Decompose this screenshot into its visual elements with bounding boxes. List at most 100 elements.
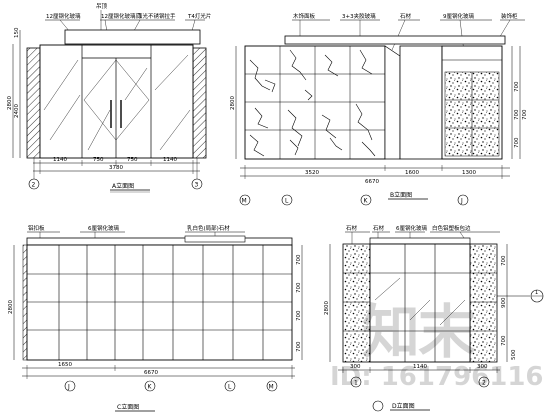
ceiling-box <box>64 29 201 45</box>
callout-glass-panel: 12厘钢化玻璃 <box>46 12 81 20</box>
axis-bubble <box>191 178 203 190</box>
svg-text:2800: 2800 <box>8 300 14 314</box>
axis-bubble <box>144 380 156 392</box>
elevation-a: 12厘钢化玻璃 12厘钢化玻璃门 面光不锈钢拉手 T4灯光片 吊顶 <box>7 3 211 193</box>
glass-reflections <box>43 54 191 151</box>
svg-text:150: 150 <box>14 27 20 38</box>
elevation-c-horizontal-dims: 1650 6670 <box>22 362 295 379</box>
elevation-b-axes: M L K J <box>239 194 469 206</box>
svg-text:3520: 3520 <box>305 170 319 176</box>
callout-cabinet: 装饰柜 <box>501 12 518 20</box>
svg-text:300: 300 <box>477 364 488 370</box>
svg-text:700: 700 <box>501 255 507 266</box>
ceiling-box <box>284 35 506 45</box>
elevation-c-axes: J K L M <box>64 380 278 392</box>
svg-text:K: K <box>148 384 153 391</box>
elevation-a-callouts: 12厘钢化玻璃 12厘钢化玻璃门 面光不锈钢拉手 T4灯光片 吊顶 <box>45 3 211 39</box>
svg-text:700: 700 <box>296 282 302 293</box>
ceiling-box <box>26 237 293 246</box>
stone-column-right <box>469 243 498 363</box>
svg-text:M: M <box>242 198 247 205</box>
elevation-d-vertical-dims: 2800 700 900 700 500 <box>324 244 517 362</box>
wall-left <box>26 47 41 159</box>
elevation-c-vertical-dims: 2800 700 700 700 700 <box>8 245 303 360</box>
callout-laminated-glass: 3+3夹胶玻璃 <box>342 12 376 20</box>
elevation-c-callouts: 铝扣板 6厘钢化玻璃 乳白色(局部)石材 <box>27 224 245 246</box>
wall-right <box>192 47 207 159</box>
callout-light: T4灯光片 <box>187 12 211 20</box>
svg-text:2400: 2400 <box>14 104 20 118</box>
elevation-a-horizontal-dims: 1140 750 750 1140 3780 <box>33 157 200 174</box>
svg-text:700: 700 <box>522 109 528 120</box>
elevation-d: 石材 石材 6厘钢化玻璃 白色铝塑板包边 2800 <box>324 224 544 412</box>
elevation-a-title: A立面图 <box>112 182 134 190</box>
elevation-d-axes: 1 2 <box>350 376 490 388</box>
svg-text:2: 2 <box>482 380 486 387</box>
svg-text:1300: 1300 <box>462 170 476 176</box>
callout-tempered-glass: 9厘钢化玻璃 <box>443 12 474 20</box>
svg-text:2800: 2800 <box>230 96 236 110</box>
glass-facade <box>39 44 194 159</box>
callout-stone-left: 石材 <box>346 224 358 232</box>
svg-text:300: 300 <box>350 364 361 370</box>
svg-text:L: L <box>285 198 289 205</box>
svg-text:700: 700 <box>514 137 520 148</box>
svg-text:1140: 1140 <box>413 364 427 370</box>
stone-veins <box>249 49 376 157</box>
glass-reflections <box>374 277 466 326</box>
axis-bubble <box>28 178 40 190</box>
elevation-b-horizontal-dims: 3520 1600 1300 6670 <box>240 165 510 185</box>
svg-text:3780: 3780 <box>109 165 123 171</box>
svg-text:1140: 1140 <box>163 157 177 163</box>
svg-text:700: 700 <box>501 335 507 346</box>
callout-aluminum: 铝扣板 <box>28 224 45 232</box>
axis-bubble <box>224 380 236 392</box>
callout-stone: 石材 <box>400 12 412 20</box>
svg-text:700: 700 <box>296 310 302 321</box>
elevation-c: 铝扣板 6厘钢化玻璃 乳白色(局部)石材 2800 700 700 700 70… <box>8 224 303 412</box>
axis-bubble <box>478 376 490 388</box>
stone-column-left <box>342 243 371 363</box>
elevation-c-title: C立面图 <box>117 403 139 411</box>
svg-text:750: 750 <box>93 157 104 163</box>
axis-bubble <box>64 380 76 392</box>
axis-bubble <box>266 380 278 392</box>
svg-text:500: 500 <box>511 349 517 360</box>
callout-handle: 面光不锈钢拉手 <box>137 12 176 20</box>
svg-text:M: M <box>269 384 274 391</box>
svg-text:750: 750 <box>127 157 138 163</box>
callout-ceiling: 吊顶 <box>96 3 108 10</box>
callout-aluminum-edge: 白色铝塑板包边 <box>432 224 471 232</box>
elevation-d-title: D立面图 <box>392 402 415 410</box>
callout-tempered-glass: 6厘钢化玻璃 <box>88 224 119 232</box>
svg-text:1: 1 <box>535 290 538 296</box>
svg-text:J: J <box>460 198 463 205</box>
elevation-d-horizontal-dims: 300 1140 300 <box>338 364 500 373</box>
view-symbol <box>372 400 384 412</box>
elevation-d-callouts: 石材 石材 6厘钢化玻璃 白色铝塑板包边 <box>345 224 500 260</box>
glass-wall <box>26 244 293 361</box>
axis-bubble <box>360 194 372 206</box>
svg-text:700: 700 <box>296 341 302 352</box>
callout-glass-door: 12厘钢化玻璃门 <box>101 12 141 20</box>
glass-door <box>369 243 471 363</box>
callout-stone-right: 石材 <box>373 224 385 232</box>
svg-text:3: 3 <box>195 182 199 189</box>
svg-text:6670: 6670 <box>365 179 379 185</box>
svg-text:1600: 1600 <box>405 170 419 176</box>
svg-text:2800: 2800 <box>324 301 330 315</box>
glass-panel <box>384 45 401 160</box>
axis-bubble <box>281 194 293 206</box>
svg-text:900: 900 <box>501 297 507 308</box>
callout-wood-panel: 木饰面板 <box>293 12 316 20</box>
elevation-b-title: B立面图 <box>390 191 412 199</box>
svg-text:700: 700 <box>514 109 520 120</box>
elevation-b: 木饰面板 3+3夹胶玻璃 石材 9厘钢化玻璃 装饰柜 <box>230 12 528 206</box>
callout-tempered-glass: 6厘钢化玻璃 <box>396 224 427 232</box>
svg-text:700: 700 <box>514 81 520 92</box>
svg-text:2800: 2800 <box>7 96 13 110</box>
axis-bubble <box>457 194 469 206</box>
svg-text:2: 2 <box>32 182 36 189</box>
svg-text:700: 700 <box>296 254 302 265</box>
